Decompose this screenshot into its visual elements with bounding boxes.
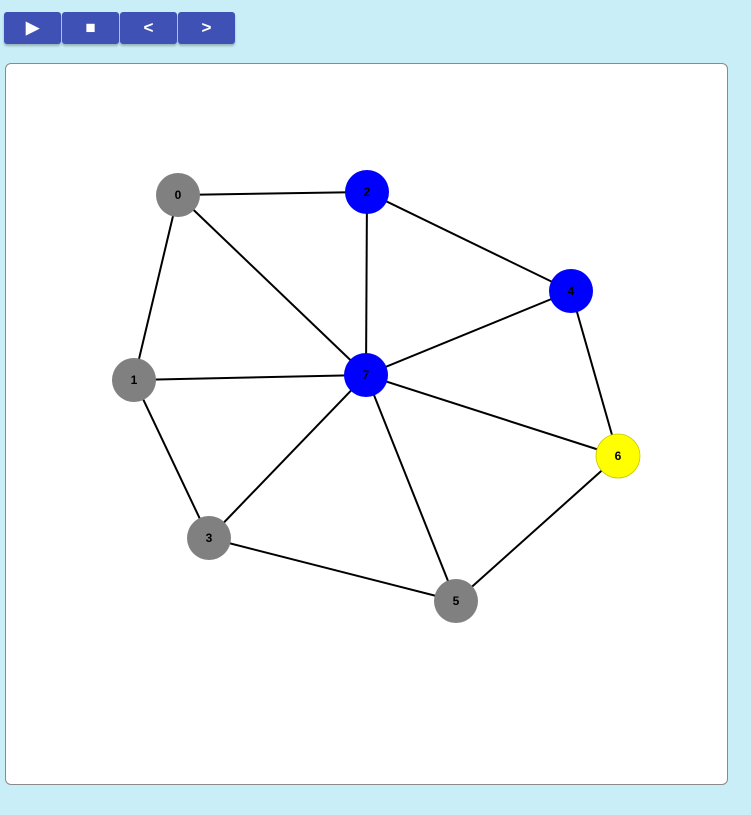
- node-label: 6: [615, 449, 622, 463]
- previous-step-button[interactable]: <: [120, 12, 177, 44]
- node-circle[interactable]: [156, 173, 200, 217]
- graph-canvas: 0 1 2 3 4 5 6 7: [112, 170, 641, 623]
- edge-1-3: [133, 379, 210, 539]
- edge-0-7: [177, 194, 367, 376]
- node-label: 4: [568, 284, 575, 298]
- edge-2-4: [366, 191, 572, 292]
- edge-0-1: [133, 194, 179, 381]
- edge-4-6: [570, 290, 619, 457]
- edge-3-5: [208, 537, 457, 602]
- node-circle[interactable]: [187, 516, 231, 560]
- graph-node-6[interactable]: 6: [595, 433, 641, 479]
- edge-2-7: [365, 191, 368, 376]
- node-circle[interactable]: [434, 579, 478, 623]
- edges-layer: [133, 191, 619, 602]
- edge-0-2: [177, 191, 368, 196]
- play-icon: ▶: [25, 18, 40, 37]
- edge-5-6: [455, 455, 619, 602]
- node-label: 1: [131, 373, 138, 387]
- play-button[interactable]: ▶: [4, 12, 61, 44]
- node-label: 2: [364, 185, 371, 199]
- node-circle[interactable]: [595, 433, 641, 479]
- graph-canvas-panel: 0 1 2 3 4 5 6 7: [5, 63, 728, 785]
- graph-node-4[interactable]: 4: [549, 269, 593, 313]
- node-circle[interactable]: [549, 269, 593, 313]
- node-label: 3: [206, 531, 213, 545]
- edge-1-7: [133, 374, 367, 381]
- stop-icon: ■: [85, 18, 96, 37]
- node-circle[interactable]: [344, 353, 388, 397]
- playback-toolbar: ▶ ■ < >: [4, 12, 235, 44]
- edge-7-3: [208, 374, 367, 539]
- stop-button[interactable]: ■: [62, 12, 119, 44]
- graph-node-1[interactable]: 1: [112, 358, 156, 402]
- graph-node-5[interactable]: 5: [434, 579, 478, 623]
- chevron-left-icon: <: [143, 18, 154, 37]
- graph-node-7[interactable]: 7: [344, 353, 388, 397]
- node-circle[interactable]: [112, 358, 156, 402]
- graph-node-0[interactable]: 0: [156, 173, 200, 217]
- edge-7-6: [365, 374, 619, 457]
- node-circle[interactable]: [345, 170, 389, 214]
- graph-node-3[interactable]: 3: [187, 516, 231, 560]
- graph-node-2[interactable]: 2: [345, 170, 389, 214]
- chevron-right-icon: >: [201, 18, 212, 37]
- next-step-button[interactable]: >: [178, 12, 235, 44]
- nodes-layer: 0 1 2 3 4 5 6 7: [112, 170, 641, 623]
- edge-4-7: [365, 290, 572, 376]
- node-label: 5: [453, 594, 460, 608]
- node-label: 0: [175, 188, 182, 202]
- node-label: 7: [363, 368, 370, 382]
- edge-7-5: [365, 374, 457, 602]
